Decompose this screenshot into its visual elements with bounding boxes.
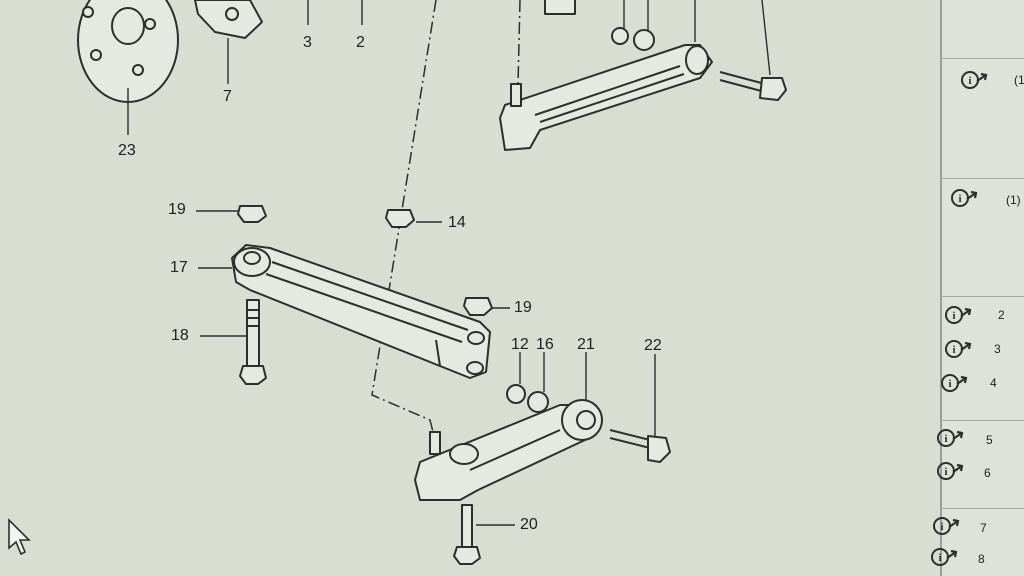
info-link-icon[interactable]: i: [950, 187, 980, 209]
svg-text:i: i: [968, 75, 971, 87]
assembly-axis-line: [371, 0, 437, 441]
bolt-part: [609, 429, 671, 463]
callout-16: 16: [536, 336, 554, 353]
svg-text:i: i: [958, 193, 961, 205]
info-link-icon[interactable]: i: [936, 460, 966, 482]
knuckle-part: [194, 0, 263, 84]
panel-row-8[interactable]: i 7: [933, 508, 1024, 543]
callout-14: 14: [448, 214, 466, 231]
nut-part: [385, 209, 415, 228]
panel-row-label: 5: [986, 433, 993, 447]
callout-20: 20: [520, 516, 538, 533]
callout-19-lower: 19: [514, 299, 532, 316]
callout-7: 7: [223, 88, 232, 105]
svg-text:i: i: [940, 521, 943, 533]
callout-21: 21: [577, 336, 595, 353]
callout-19-upper: 19: [168, 201, 186, 218]
info-link-icon[interactable]: i: [932, 515, 962, 537]
wheel-hub-part: [77, 0, 179, 135]
callout-22: 22: [644, 337, 662, 354]
panel-row-label: 7: [980, 521, 987, 535]
svg-text:i: i: [944, 466, 947, 478]
panel-row-1[interactable]: i (1: [942, 58, 1024, 179]
nut-part: [463, 297, 493, 316]
panel-row-label: (1: [1014, 73, 1024, 87]
info-link-icon[interactable]: i: [944, 304, 974, 326]
callout-12: 12: [511, 336, 529, 353]
panel-row-6[interactable]: i 5: [937, 420, 1024, 457]
svg-text:i: i: [952, 310, 955, 322]
info-link-icon[interactable]: i: [930, 546, 960, 568]
panel-row-2[interactable]: i (1): [942, 178, 1024, 297]
mouse-pointer-icon: [6, 518, 32, 558]
upper-control-arm-part: [499, 0, 787, 151]
info-link-icon[interactable]: i: [940, 372, 970, 394]
svg-text:i: i: [948, 378, 951, 390]
info-link-icon[interactable]: i: [936, 427, 966, 449]
info-link-icon[interactable]: i: [944, 338, 974, 360]
panel-row-9[interactable]: i 8: [931, 542, 1024, 576]
trailing-link-part: [231, 244, 491, 379]
panel-row-label: 8: [978, 552, 985, 566]
panel-row-4[interactable]: i 3: [942, 332, 1024, 366]
callout-2: 2: [356, 34, 365, 51]
panel-row-label: 4: [990, 376, 997, 390]
panel-row-5[interactable]: i 4: [940, 366, 1024, 420]
callout-3: 3: [303, 34, 312, 51]
reference-side-panel: i (1 i (1) i 2 i 3 i 4 i 5 i 6: [931, 0, 1024, 576]
exploded-parts-diagram: 23 7 3 2 19 14 17 19 18 12 16 21 22 20: [77, 0, 787, 565]
svg-text:i: i: [952, 344, 955, 356]
diagram-drawing: [77, 0, 787, 565]
svg-text:i: i: [944, 433, 947, 445]
panel-row-3[interactable]: i 2: [942, 296, 1024, 333]
panel-row-label: (1): [1006, 193, 1021, 207]
nut-part: [237, 205, 267, 223]
bolt-part: [239, 299, 267, 385]
callout-23: 23: [118, 142, 136, 159]
bolt-part: [453, 504, 515, 565]
callout-18: 18: [171, 327, 189, 344]
info-link-icon[interactable]: i: [960, 69, 990, 91]
svg-text:i: i: [938, 552, 941, 564]
panel-row-label: 3: [994, 342, 1001, 356]
panel-row-label: 2: [998, 308, 1005, 322]
callout-17: 17: [170, 259, 188, 276]
panel-row-7[interactable]: i 6: [937, 456, 1024, 508]
panel-row-label: 6: [984, 466, 991, 480]
lower-control-arm-part: [414, 352, 656, 501]
